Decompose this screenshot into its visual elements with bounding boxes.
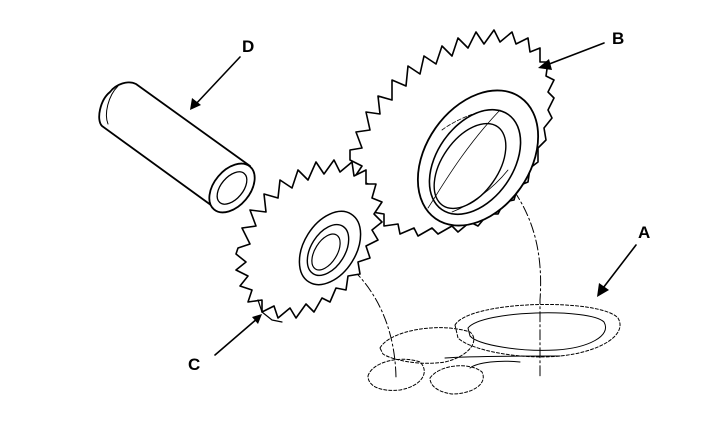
arrow-a-head xyxy=(597,283,609,297)
arrow-b-line xyxy=(543,42,605,67)
arrow-d-line xyxy=(193,56,241,107)
gear-c-hub-outer xyxy=(298,210,362,286)
arrow-c-line xyxy=(214,317,259,356)
gear-c-bore xyxy=(311,233,341,271)
arrow-a-line xyxy=(599,244,637,293)
sleeve-d-end-inner xyxy=(216,171,248,205)
gear-b-ring-outer xyxy=(416,89,540,227)
arrow-b-head xyxy=(538,59,552,70)
gear-b xyxy=(349,29,555,237)
gear-c-hub-inner xyxy=(306,223,350,277)
leader-arrows xyxy=(190,42,637,356)
callout-label-b: B xyxy=(612,29,625,48)
gear-c-teeth xyxy=(235,159,383,319)
callout-label-c: C xyxy=(188,355,201,374)
sleeve-d xyxy=(98,81,256,214)
arrow-c-head xyxy=(252,314,262,324)
gear-b-teeth xyxy=(349,29,555,237)
gear-c xyxy=(235,159,383,323)
gear-b-ring-inner xyxy=(428,108,522,216)
housing-outline xyxy=(367,303,621,395)
callout-label-a: A xyxy=(638,223,651,242)
gear-b-bore xyxy=(433,122,507,210)
callout-label-d: D xyxy=(242,37,255,56)
arrow-d-head xyxy=(190,98,201,110)
